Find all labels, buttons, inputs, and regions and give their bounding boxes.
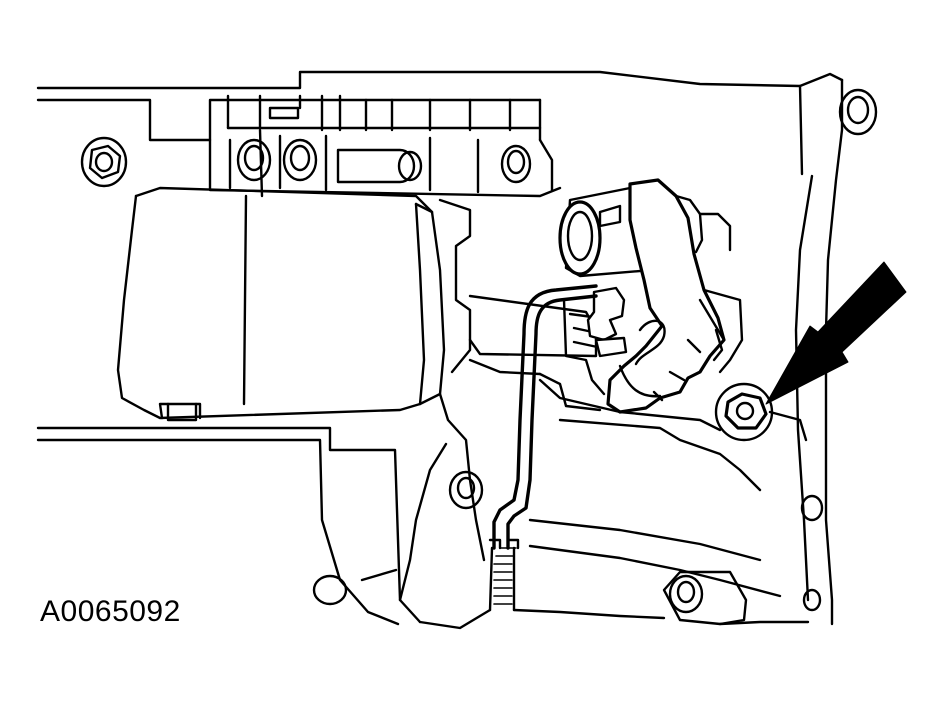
indicated-bolt xyxy=(714,382,808,442)
figure-id-label: A0065092 xyxy=(40,595,181,628)
manual-shaft-and-detent-lever xyxy=(468,178,744,414)
valve-body-block xyxy=(116,186,472,422)
casting-boss-holes xyxy=(228,88,878,194)
park-rod-wire xyxy=(488,284,598,612)
pointer-arrow xyxy=(765,261,907,405)
upper-left-bolt xyxy=(80,136,128,188)
lower-casting xyxy=(360,378,810,630)
lower-boss-holes xyxy=(312,470,824,614)
